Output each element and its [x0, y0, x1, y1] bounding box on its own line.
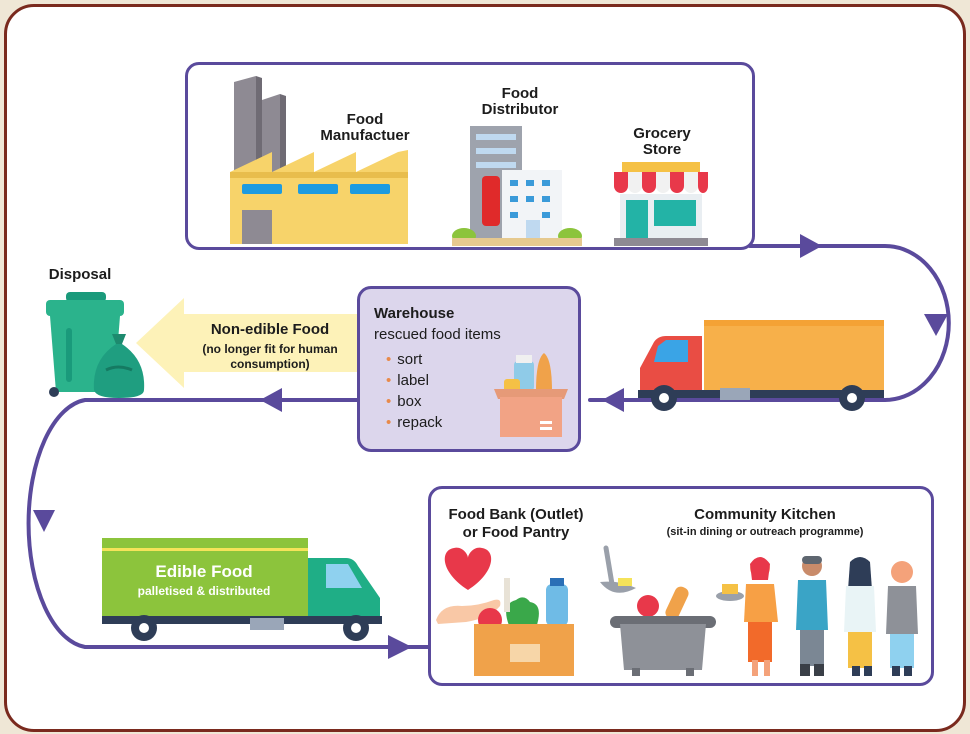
- distributor-label-line1: Food: [501, 85, 539, 102]
- community-kitchen-title: Community Kitchen: [694, 506, 836, 523]
- flow-line-middle: [26, 398, 432, 649]
- edible-title: Edible Food: [155, 562, 253, 581]
- manufacturer-label-line1: Food: [346, 111, 384, 128]
- manufacturer-label: Food Manufactuer: [300, 112, 430, 144]
- grocery-label: Grocery Store: [612, 126, 712, 158]
- non-edible-subtitle: (no longer fit for human consumption): [170, 342, 370, 372]
- edible-subtitle: palletised & distributed: [137, 584, 271, 598]
- warehouse-step: sort: [386, 349, 442, 370]
- delivery-truck-icon: [638, 320, 884, 411]
- warehouse-steps: sort label box repack: [386, 349, 442, 433]
- flow-arrow-left-1: [602, 388, 624, 412]
- warehouse-title: Warehouse: [374, 305, 455, 322]
- distributor-label: Food Distributor: [465, 86, 575, 118]
- cooking-pot-icon: [610, 586, 716, 676]
- green-truck-icon: [102, 538, 382, 641]
- compost-bin-icon: [46, 292, 124, 397]
- distributor-label-line2: Distributor: [481, 101, 559, 118]
- flow-arrow-down-1: [924, 314, 948, 336]
- flow-arrow-right-1: [800, 234, 822, 258]
- non-edible-title: Non-edible Food: [210, 321, 330, 338]
- flow-arrow-down-2: [33, 510, 55, 532]
- factory-icon: [230, 76, 408, 244]
- donation-box-icon: [474, 578, 574, 676]
- flow-line-top: [588, 244, 951, 402]
- warehouse-step: repack: [386, 412, 442, 433]
- heart-hand-icon: [436, 547, 501, 624]
- garbage-bag-icon: [93, 334, 145, 398]
- grocery-label-line1: Grocery: [633, 125, 691, 142]
- flow-arrow-right-2: [388, 635, 412, 659]
- food-box-icon: [494, 353, 568, 437]
- warehouse-step: box: [386, 391, 442, 412]
- flow-arrow-left-2: [260, 388, 282, 412]
- grocery-label-line2: Store: [642, 141, 682, 158]
- distributor-building-icon: [452, 126, 582, 246]
- manufacturer-label-line2: Manufactuer: [320, 127, 410, 144]
- food-bank-title-line2: or Food Pantry: [462, 524, 570, 541]
- grocery-store-icon: [614, 162, 708, 246]
- warehouse-step: label: [386, 370, 442, 391]
- non-edible-subtitle-line1: (no longer fit for human: [202, 342, 338, 356]
- ladle-icon: [600, 545, 636, 593]
- queue-people-icon: [716, 556, 918, 676]
- warehouse-subtitle: rescued food items: [374, 326, 501, 343]
- food-bank-title: Food Bank (Outlet) or Food Pantry: [436, 506, 596, 542]
- warehouse-box: Warehouse rescued food items sort label …: [357, 286, 581, 452]
- community-kitchen-subtitle: (sit-in dining or outreach programme): [666, 526, 864, 538]
- disposal-label: Disposal: [48, 266, 112, 283]
- non-edible-arrow: [136, 298, 360, 388]
- food-bank-title-line1: Food Bank (Outlet): [448, 506, 584, 523]
- non-edible-subtitle-line2: consumption): [230, 357, 310, 371]
